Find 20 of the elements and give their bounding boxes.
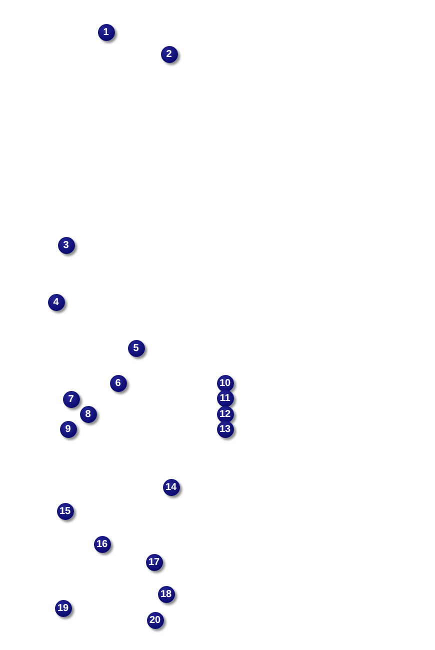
callout-number: 6: [110, 374, 126, 392]
callout-number: 16: [94, 536, 110, 552]
callout-number: 1: [98, 24, 114, 40]
callout-number: 15: [56, 502, 74, 520]
callout-number: 4: [48, 294, 64, 310]
callout-number: 5: [128, 340, 144, 356]
callout-number: 17: [146, 554, 162, 570]
callout-number: 10: [216, 374, 234, 392]
callout-number: 11: [216, 390, 234, 407]
callout-number: 12: [216, 406, 234, 422]
callout-number: 7: [62, 390, 80, 408]
callout-number: 2: [160, 46, 178, 62]
callout-number: 13: [216, 421, 234, 438]
callout-number: 9: [60, 420, 76, 438]
callout-number: 3: [58, 236, 74, 254]
callout-number: 20: [146, 612, 164, 628]
callout-number: 18: [158, 586, 174, 602]
callout-number: 14: [162, 478, 180, 496]
callout-number: 8: [80, 406, 96, 422]
callout-number: 19: [54, 600, 72, 616]
